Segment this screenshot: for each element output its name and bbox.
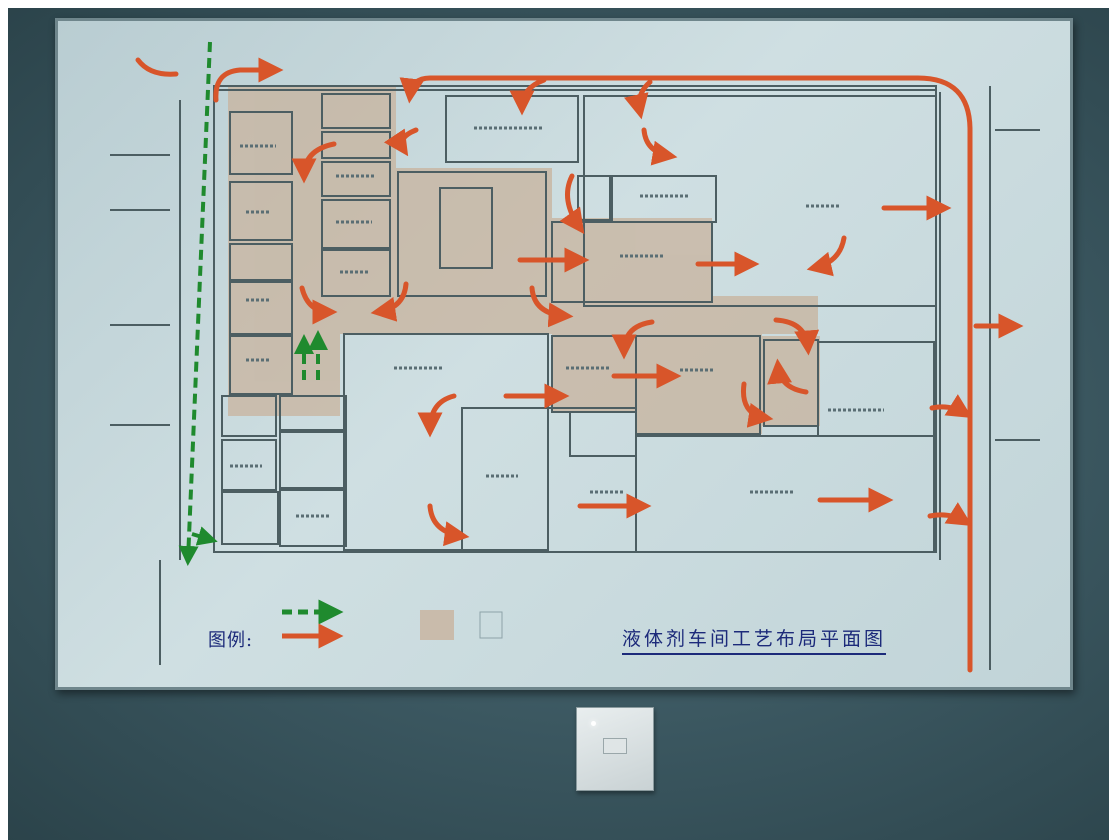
photo-border-top	[0, 0, 1109, 8]
legend-swatches	[282, 599, 503, 649]
plan-title: 液体剂车间工艺布局平面图	[622, 624, 887, 655]
legend-label: 图例:	[208, 630, 254, 651]
switch-indicator-light	[591, 721, 596, 726]
photo-border-left	[0, 0, 8, 840]
room-walls	[110, 85, 1040, 670]
clean-zone-areas	[228, 86, 820, 434]
switch-button	[603, 738, 627, 754]
material-flow-arrows	[135, 57, 1024, 673]
room-label-marks	[230, 126, 884, 518]
personnel-flow-arrows	[178, 41, 328, 566]
wall-switch-icon	[576, 707, 654, 791]
